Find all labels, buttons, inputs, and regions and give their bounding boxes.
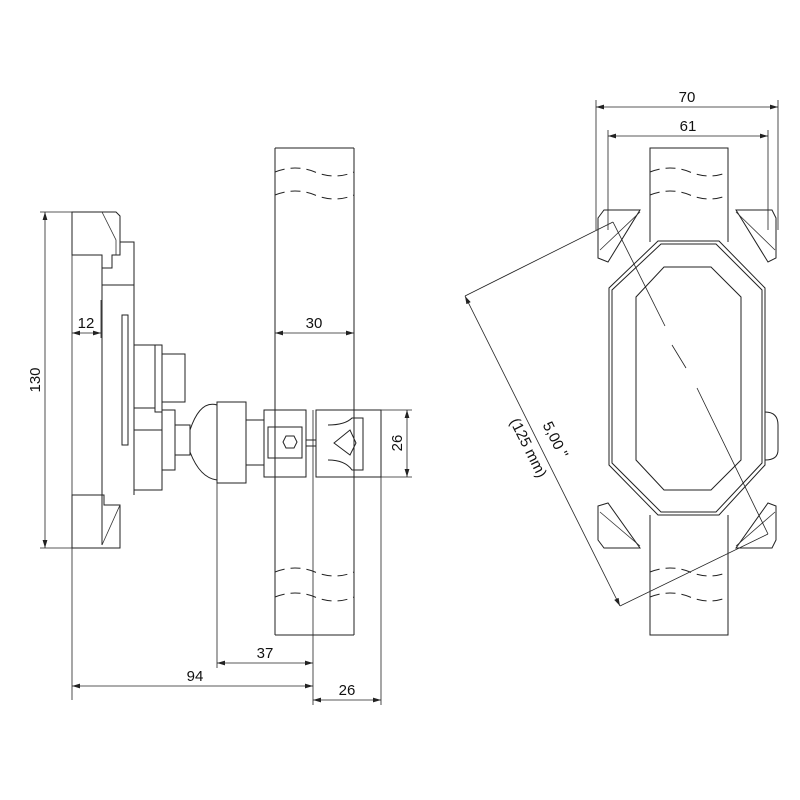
dim-130: 130 [27, 367, 44, 392]
tube-side [274, 147, 355, 636]
dim-61: 61 [680, 118, 697, 135]
dim-diagonal-in: 5,00 " [539, 419, 571, 461]
dimension-lines-front [464, 100, 779, 607]
tube-front [649, 147, 729, 636]
holder-side [71, 211, 218, 549]
dim-26-vertical: 26 [389, 435, 406, 452]
phone-holder-front [597, 209, 779, 549]
dim-70: 70 [679, 89, 696, 106]
clamp-side [216, 401, 382, 484]
dim-30: 30 [306, 315, 323, 332]
dim-94: 94 [187, 668, 204, 685]
dimension-lines-side [40, 211, 412, 705]
dim-12: 12 [78, 315, 95, 332]
side-view [40, 147, 412, 705]
front-view [464, 100, 779, 636]
dim-37: 37 [257, 645, 274, 662]
dim-26-horizontal: 26 [339, 682, 356, 699]
